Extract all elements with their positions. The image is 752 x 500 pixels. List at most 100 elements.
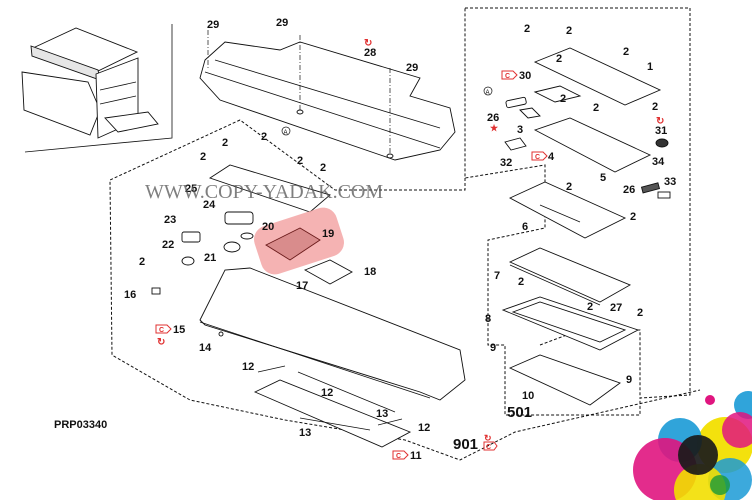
label-18: 18	[364, 266, 376, 278]
part-26-connector-right	[640, 182, 661, 194]
label-31: 31	[655, 125, 667, 137]
label-13: 13	[376, 408, 388, 420]
rotate-icon: ↻	[364, 38, 372, 49]
label-9: 9	[626, 374, 632, 386]
c-marker-icon: C	[155, 324, 172, 334]
label-2: 2	[200, 151, 206, 163]
label-2: 2	[518, 276, 524, 288]
svg-text:C: C	[535, 154, 540, 161]
label-2: 2	[652, 101, 658, 113]
label-13: 13	[299, 427, 311, 439]
part-22-gear	[181, 256, 195, 266]
label-1: 1	[647, 61, 653, 73]
part-28-top-cover	[199, 30, 456, 161]
svg-text:C: C	[159, 327, 164, 334]
label-2: 2	[637, 307, 643, 319]
part-23-button	[181, 231, 201, 243]
label-17: 17	[296, 280, 308, 292]
label-19: 19	[322, 228, 334, 240]
label-10: 10	[522, 390, 534, 402]
label-24: 24	[203, 199, 216, 211]
part-19-keypad-highlighted[interactable]	[250, 204, 347, 278]
label-2: 2	[566, 25, 572, 37]
svg-text:C: C	[396, 453, 401, 460]
part-3-sheet	[519, 107, 541, 119]
reference-marker-a: A A	[281, 86, 493, 136]
label-29: 29	[207, 19, 219, 31]
assembly-label-901: 901	[453, 436, 478, 453]
part-33-sheet	[657, 191, 671, 199]
rotate-icon: ↻	[656, 116, 664, 127]
label-2: 2	[524, 23, 530, 35]
part-8-frame	[501, 296, 640, 351]
label-32: 32	[500, 157, 512, 169]
c-marker-icon: C	[392, 450, 409, 460]
machine-overview-illustration	[21, 24, 173, 153]
label-16: 16	[124, 289, 136, 301]
label-5: 5	[600, 172, 606, 184]
label-33: 33	[664, 176, 676, 188]
part-1-plate	[533, 47, 662, 106]
svg-text:A: A	[486, 90, 490, 96]
label-9: 9	[490, 342, 496, 354]
rotate-icon: ↻	[157, 337, 165, 348]
part-16-clip	[151, 287, 161, 295]
part-24-keys	[224, 211, 254, 225]
label-2: 2	[556, 53, 562, 65]
label-11: 11	[410, 450, 422, 462]
part-14-screw	[218, 331, 224, 337]
part-21-ring	[223, 241, 241, 253]
label-20: 20	[262, 221, 274, 233]
label-23: 23	[164, 214, 176, 226]
part-32-sheet	[504, 137, 527, 151]
label-2: 2	[222, 137, 228, 149]
part-31-component	[655, 138, 669, 148]
label-21: 21	[204, 252, 216, 264]
label-29: 29	[406, 62, 418, 74]
label-25: 25	[185, 183, 197, 195]
label-22: 22	[162, 239, 174, 251]
label-27: 27	[610, 302, 622, 314]
c-marker-icon: C	[531, 151, 548, 161]
label-12: 12	[418, 422, 430, 434]
star-icon: ★	[490, 123, 499, 133]
part-12-strips	[257, 365, 403, 426]
rotate-icon: ↻	[484, 433, 492, 443]
part-13-strips	[297, 371, 396, 431]
part-20-gear	[240, 232, 254, 240]
label-14: 14	[199, 342, 212, 354]
label-29: 29	[276, 17, 288, 29]
cmyk-circles-logo-icon	[633, 391, 752, 500]
rotate-markers: ↻ ↻ ↻ ↻	[157, 38, 664, 443]
part-10-sheet	[508, 354, 621, 406]
label-2: 2	[297, 155, 303, 167]
label-2: 2	[587, 301, 593, 313]
part-18-keypad	[303, 259, 353, 285]
label-34: 34	[652, 156, 665, 168]
part-25-plate	[208, 164, 331, 213]
label-2: 2	[630, 211, 636, 223]
c-marker-icon: C	[483, 441, 498, 451]
part-7-glass	[508, 247, 632, 306]
label-26: 26	[623, 184, 635, 196]
label-6: 6	[522, 221, 528, 233]
part-labels: 29 29 28 29 2 2 2 2 1 30 26 3 2 2 2 31 3…	[124, 17, 676, 462]
svg-text:C: C	[505, 73, 510, 80]
label-2: 2	[566, 181, 572, 193]
label-2: 2	[320, 162, 326, 174]
label-3: 3	[517, 124, 523, 136]
part-26-connector-top	[505, 96, 527, 109]
label-4: 4	[548, 151, 555, 163]
label-8: 8	[485, 313, 491, 325]
label-26: 26	[487, 112, 499, 124]
label-12: 12	[321, 387, 333, 399]
part-4-board	[533, 117, 652, 173]
part-15-operation-panel	[199, 267, 466, 401]
label-15: 15	[173, 324, 185, 336]
watermark-text: WWW.COPY-YADAK.COM	[145, 181, 383, 203]
c-markers: C C C C C	[155, 70, 548, 460]
label-2: 2	[593, 102, 599, 114]
drawing-code: PRP03340	[54, 419, 107, 431]
